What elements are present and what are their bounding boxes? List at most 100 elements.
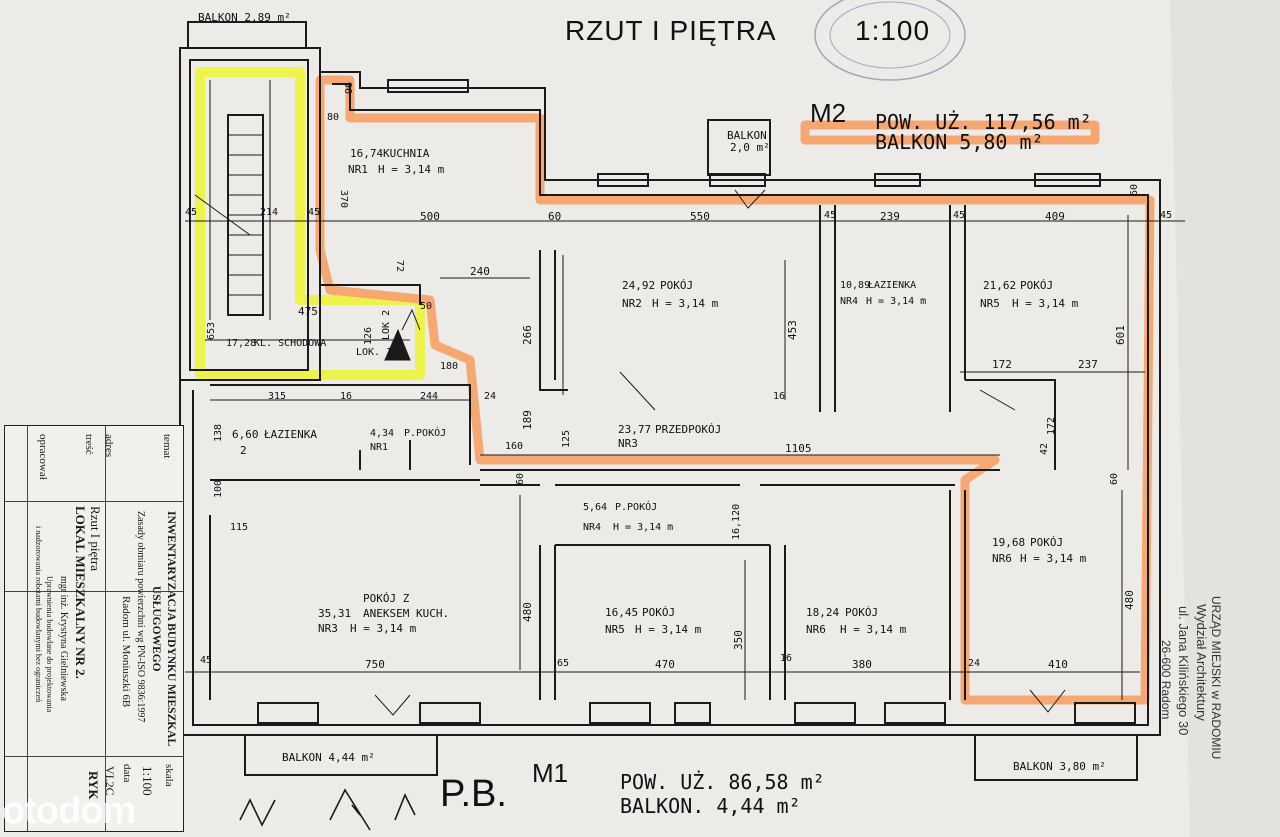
dim: 100 bbox=[213, 479, 224, 498]
dim: 50 bbox=[420, 301, 433, 312]
dim: 138 bbox=[213, 423, 224, 442]
room-przedpokoj-area: 23,77 bbox=[618, 423, 652, 436]
dim: 24 bbox=[484, 391, 497, 402]
plan-scale: 1:100 bbox=[855, 15, 931, 46]
dim: 45 bbox=[953, 210, 966, 221]
dim: 380 bbox=[852, 658, 872, 671]
room-przedpokoj-name: PRZEDPOKÓJ bbox=[655, 423, 722, 436]
room-stair-area: 17,28 bbox=[226, 338, 257, 349]
room-ppokoj4-nr: NR4 bbox=[583, 522, 602, 533]
dim: 125 bbox=[561, 429, 572, 448]
door-arcs bbox=[374, 189, 1066, 716]
stamp-temat-1: INWENTARYZACJA BUDYNKU MIESZKAL bbox=[165, 511, 177, 747]
paper-shadow bbox=[1170, 0, 1280, 837]
dim: 65 bbox=[557, 658, 570, 669]
dim: 409 bbox=[1045, 210, 1065, 223]
room-kuchnia-nr: NR1 bbox=[348, 163, 368, 176]
balcony-bottom-right: BALKON 3,80 m² bbox=[1013, 760, 1106, 773]
room-nr6bot-nr: NR6 bbox=[806, 623, 826, 636]
room-lazienka4-nr: NR4 bbox=[840, 296, 859, 307]
dim: 500 bbox=[420, 210, 440, 223]
room-nr2-name: POKÓJ bbox=[660, 279, 694, 292]
room-aneks-nr: NR3 bbox=[318, 622, 338, 635]
stamp-zasady: Zasady obmiaru powierzchni wg PN-ISO 983… bbox=[135, 511, 146, 723]
dim: 45 bbox=[308, 207, 321, 218]
room-nr6right-area: 19,68 bbox=[992, 536, 1026, 549]
room-nr5bot-area: 16,45 bbox=[605, 606, 639, 619]
room-nr2-h: H = 3,14 m bbox=[652, 297, 719, 310]
room-nr5bot-nr: NR5 bbox=[605, 623, 625, 636]
room-nr5bot-name: POKÓJ bbox=[642, 606, 676, 619]
dim: 45 bbox=[185, 207, 198, 218]
stamp-tresc-label: treść bbox=[83, 434, 95, 455]
room-nr5top-h: H = 3,14 m bbox=[1012, 297, 1079, 310]
room-kuchnia-area: 16,74 bbox=[350, 147, 384, 160]
dim: 244 bbox=[420, 391, 439, 402]
balcony-top-mid-label: BALKON bbox=[727, 129, 767, 142]
handwritten-pb: P.B. bbox=[440, 773, 507, 815]
dim: 470 bbox=[655, 658, 675, 671]
dim: 240 bbox=[470, 265, 490, 278]
room-ppokoj-small-name: P.POKÓJ bbox=[404, 428, 447, 439]
dim: 550 bbox=[690, 210, 710, 223]
dim: 453 bbox=[786, 320, 799, 340]
room-aneks-h: H = 3,14 m bbox=[350, 622, 417, 635]
room-nr6bot-h: H = 3,14 m bbox=[840, 623, 907, 636]
m2-label: M2 bbox=[810, 98, 847, 128]
dim: 45 bbox=[200, 655, 213, 666]
stamp-adres-label: adres bbox=[103, 434, 115, 458]
room-ppokoj4-name: P.POKÓJ bbox=[615, 502, 658, 513]
room-nr5top-nr: NR5 bbox=[980, 297, 1000, 310]
room-stair-lok1: LOK. 1 bbox=[356, 347, 393, 358]
stamp-skala-label: skala bbox=[163, 764, 175, 787]
room-przedpokoj-nr: NR3 bbox=[618, 437, 638, 450]
room-nr6bot-area: 18,24 bbox=[806, 606, 840, 619]
dim: 189 bbox=[521, 410, 534, 430]
office-stamp-line-1: URZĄD MIEJSKI w RADOMIU bbox=[1209, 596, 1223, 760]
room-stair-name: KL. SCHODOWA bbox=[254, 338, 327, 349]
dim: 60 bbox=[548, 210, 562, 223]
dim: 475 bbox=[298, 305, 318, 318]
dim: 45 bbox=[824, 210, 837, 221]
balcony-bottom-left: BALKON 4,44 m² bbox=[282, 751, 375, 764]
stamp-upr-2: i nadzorowania robotami budowlanymi bez … bbox=[34, 526, 43, 703]
room-ppokoj4-area: 5,64 bbox=[583, 502, 608, 513]
stamp-data-label: data bbox=[121, 764, 133, 783]
dim: 42 bbox=[1039, 442, 1050, 455]
room-nr6bot-name: POKÓJ bbox=[845, 606, 879, 619]
dim: 45 bbox=[1160, 210, 1173, 221]
room-aneks-area: 35,31 bbox=[318, 607, 352, 620]
dim: 60 bbox=[1109, 472, 1120, 485]
dim: 653 bbox=[206, 321, 217, 340]
stamp-upr-1: Uprawnienia budowlane do projektowania bbox=[45, 576, 54, 713]
room-lazienka4-area: 10,89 bbox=[840, 280, 871, 291]
room-ppokoj-small-nr: NR1 bbox=[370, 442, 389, 453]
dim: 60 bbox=[515, 472, 526, 485]
dim: 172 bbox=[1046, 416, 1057, 435]
stamp-temat-2: USŁUGOWEGO bbox=[150, 586, 162, 672]
m1-label: M1 bbox=[532, 758, 569, 788]
room-ppokoj4-h: H = 3,14 m bbox=[613, 522, 674, 533]
room-nr2-nr: NR2 bbox=[622, 297, 642, 310]
office-stamp-line-3: ul. Jana Kilińskiego 30 bbox=[1176, 606, 1191, 736]
stamp-adres: Radom ul. Moniuszki 6B bbox=[120, 596, 132, 708]
room-nr6right-name: POKÓJ bbox=[1030, 536, 1064, 549]
stamp-opracowal-label: opracował bbox=[37, 434, 49, 480]
room-nr2-area: 24,92 bbox=[622, 279, 656, 292]
dim: 601 bbox=[1114, 325, 1127, 345]
dim: 350 bbox=[732, 630, 745, 650]
office-stamp-line-4: 26-600 Radom bbox=[1159, 640, 1173, 720]
room-nr5top-area: 21,62 bbox=[983, 279, 1017, 292]
dim: 160 bbox=[505, 441, 524, 452]
stamp-tresc-2: LOKAL MIESZKALNY NR 2. bbox=[73, 506, 88, 679]
dim: 16 bbox=[340, 391, 353, 402]
room-aneks-name1: POKÓJ Z bbox=[363, 592, 410, 605]
room-lazienka4-h: H = 3,14 m bbox=[866, 296, 927, 307]
room-ppokoj-small-area: 4,34 bbox=[370, 428, 395, 439]
room-stair-lok2: LOK 2 bbox=[381, 309, 392, 340]
room-lazienka4-name: ŁAZIENKA bbox=[868, 280, 917, 291]
dim: 266 bbox=[521, 325, 534, 345]
title-block: temat adres treść opracował INWENTARYZAC… bbox=[4, 425, 184, 832]
m2-area: POW. UŻ. 117,56 m² bbox=[875, 110, 1092, 134]
dim: 16,120 bbox=[731, 503, 742, 540]
